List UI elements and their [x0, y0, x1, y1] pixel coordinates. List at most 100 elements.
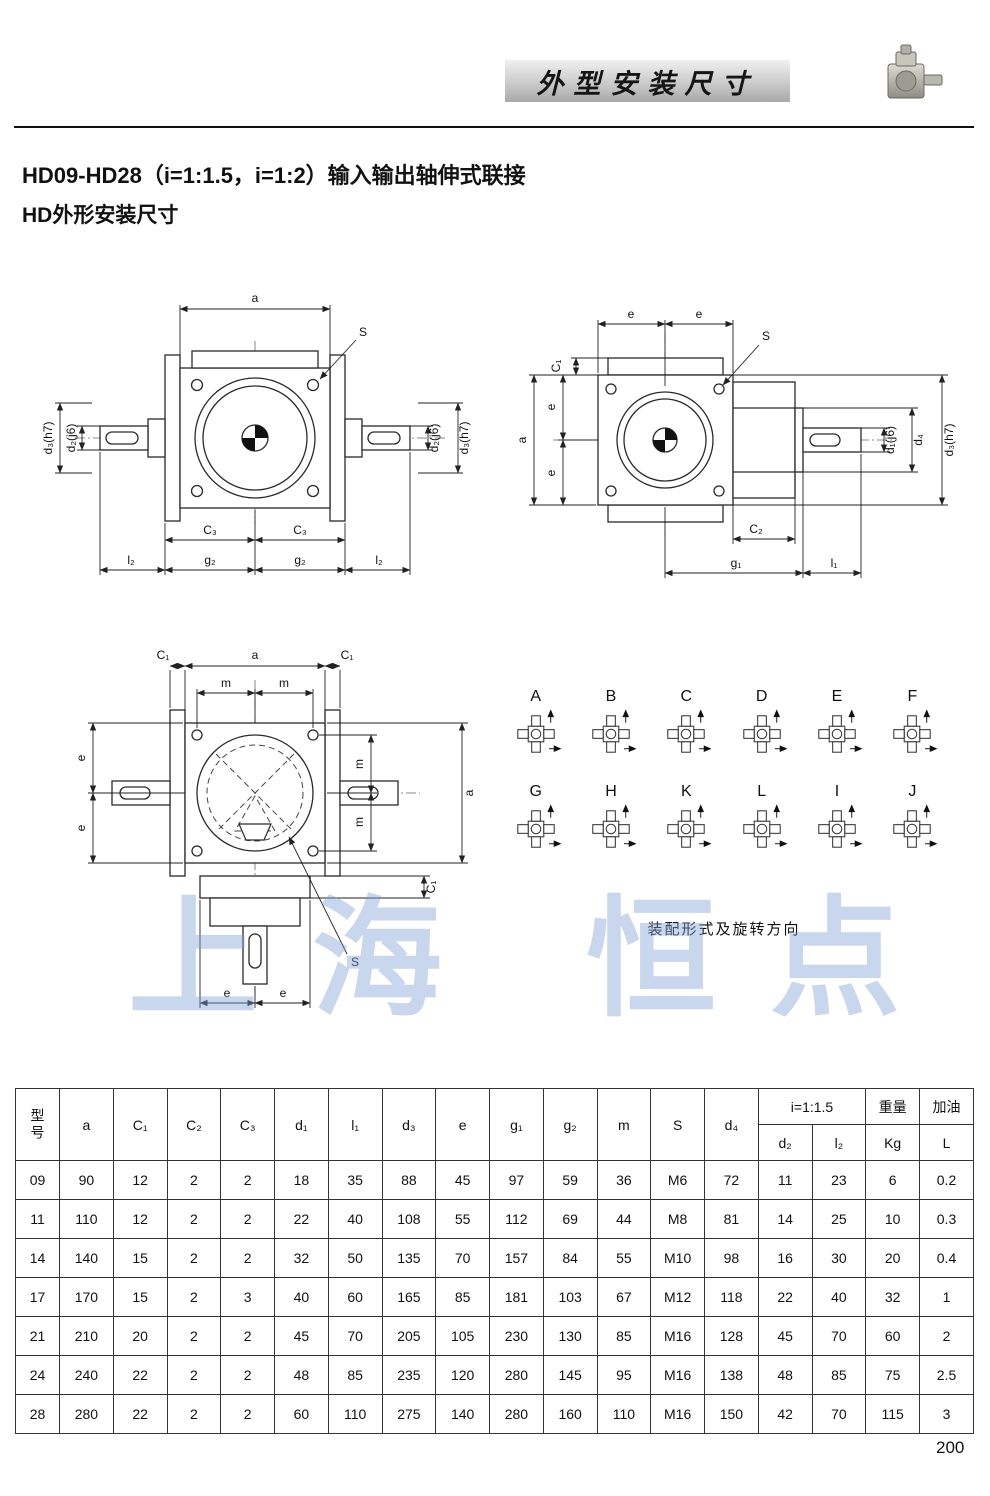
table-cell: 17	[15, 1277, 60, 1317]
table-cell: 3	[919, 1394, 974, 1434]
table-cell: 112	[489, 1199, 544, 1239]
assembly-option-J: J	[875, 783, 950, 854]
dim-label-e-bottom-right: e	[280, 986, 287, 1000]
table-cell: M6	[650, 1160, 705, 1200]
sub-header: Kg	[865, 1124, 920, 1161]
dim-label-l1: l₁	[831, 556, 838, 570]
table-cell: 0.2	[919, 1160, 974, 1200]
assembly-option-label: G	[529, 783, 542, 800]
table-cell: 2	[220, 1355, 275, 1395]
dimension-lines	[88, 662, 468, 1008]
table-cell: 138	[704, 1355, 759, 1395]
assembly-option-label: F	[907, 688, 918, 705]
table-cell: 40	[811, 1277, 867, 1317]
assembly-option-label: C	[680, 688, 693, 705]
dim-label-a-top: a	[252, 648, 259, 662]
dim-label-c3-left: C₃	[203, 523, 217, 537]
table-cell: M12	[650, 1277, 705, 1317]
dim-label-e-left-upper: e	[74, 754, 88, 761]
column-header: 型号	[15, 1088, 60, 1161]
table-cell: 75	[865, 1355, 920, 1395]
table-cell: 12	[112, 1199, 168, 1239]
dimension-lines	[529, 320, 948, 578]
assembly-option-C: C	[649, 688, 724, 759]
table-cell: 90	[59, 1160, 114, 1200]
table-cell: 60	[274, 1394, 329, 1434]
table-cell: M16	[650, 1316, 705, 1356]
table-cell: 44	[596, 1199, 652, 1239]
dim-label-d2-right: d₂(j6)	[427, 424, 441, 453]
assembly-option-K: K	[649, 783, 724, 854]
table-cell: 60	[865, 1316, 920, 1356]
assembly-option-label: D	[755, 688, 768, 705]
weight-header: 重量	[865, 1088, 920, 1125]
table-cell: 205	[381, 1316, 437, 1356]
table-cell: 12	[112, 1160, 168, 1200]
dim-label-d4: d₄	[911, 434, 925, 446]
dim-label-d3-left: d₃(h7)	[41, 422, 55, 455]
sub-header: L	[919, 1124, 974, 1161]
table-cell: 2.5	[919, 1355, 974, 1395]
table-cell: 70	[435, 1238, 490, 1278]
table-cell: 67	[596, 1277, 652, 1317]
dim-label-s: S	[359, 325, 367, 339]
table-cell: 14	[15, 1238, 60, 1278]
table-cell: 50	[327, 1238, 383, 1278]
table-cell: 22	[274, 1199, 329, 1239]
table-cell: 84	[542, 1238, 598, 1278]
assembly-option-F: F	[875, 688, 950, 759]
page-number: 200	[936, 1438, 965, 1457]
table-cell: 10	[865, 1199, 920, 1239]
table-cell: 157	[489, 1238, 544, 1278]
table-cell: 20	[865, 1238, 920, 1278]
table-cell: 110	[59, 1199, 114, 1239]
assembly-option-label: A	[530, 688, 541, 705]
bevel-pinion-outline	[238, 823, 272, 841]
column-header: S	[650, 1088, 705, 1161]
table-cell: 3	[220, 1277, 275, 1317]
dim-label-m-top-right: m	[279, 676, 289, 690]
table-cell: 181	[489, 1277, 544, 1317]
table-cell: 165	[381, 1277, 437, 1317]
table-cell: 2	[166, 1355, 222, 1395]
table-cell: 98	[704, 1238, 759, 1278]
table-cell: 95	[596, 1355, 652, 1395]
table-cell: 85	[596, 1316, 652, 1356]
dim-label-e-left-lower: e	[74, 824, 88, 831]
table-cell: 85	[327, 1355, 383, 1395]
table-cell: 128	[704, 1316, 759, 1356]
top-view-labels: C₁ a C₁ m m e e m m a C₁ e e S	[74, 648, 476, 1000]
table-cell: 1	[919, 1277, 974, 1317]
table-cell: 2	[919, 1316, 974, 1356]
table-cell: 2	[166, 1160, 222, 1200]
table-cell: M10	[650, 1238, 705, 1278]
gearbox-arrangement-icon	[893, 804, 938, 848]
assembly-option-label: I	[834, 783, 840, 800]
table-cell: 280	[59, 1394, 114, 1434]
gearbox-arrangement-icon	[516, 804, 562, 848]
sub-header: d₂	[757, 1124, 813, 1161]
table-cell: 70	[327, 1316, 383, 1356]
table-cell: 118	[704, 1277, 759, 1317]
table-cell: 45	[435, 1160, 490, 1200]
table-cell: 145	[542, 1355, 598, 1395]
table-cell: 16	[757, 1238, 813, 1278]
dim-label-e-top-right: e	[696, 307, 703, 321]
dim-label-d1: d₁(j6)	[883, 426, 897, 454]
gearbox-arrangement-icon	[818, 804, 863, 848]
gearbox-body	[111, 709, 399, 985]
assembly-option-B: B	[573, 688, 648, 759]
front-view-drawing: a S d₃(h7) d₂(j6) d₂(j6) d₃(h7) C₃ C₃ l₂…	[41, 291, 471, 575]
table-cell: 115	[865, 1394, 920, 1434]
dim-label-c2: C₂	[749, 522, 763, 536]
table-cell: 20	[112, 1316, 168, 1356]
table-cell: 170	[59, 1277, 114, 1317]
table-cell: 55	[596, 1238, 652, 1278]
table-cell: 140	[59, 1238, 114, 1278]
table-cell: 32	[274, 1238, 329, 1278]
